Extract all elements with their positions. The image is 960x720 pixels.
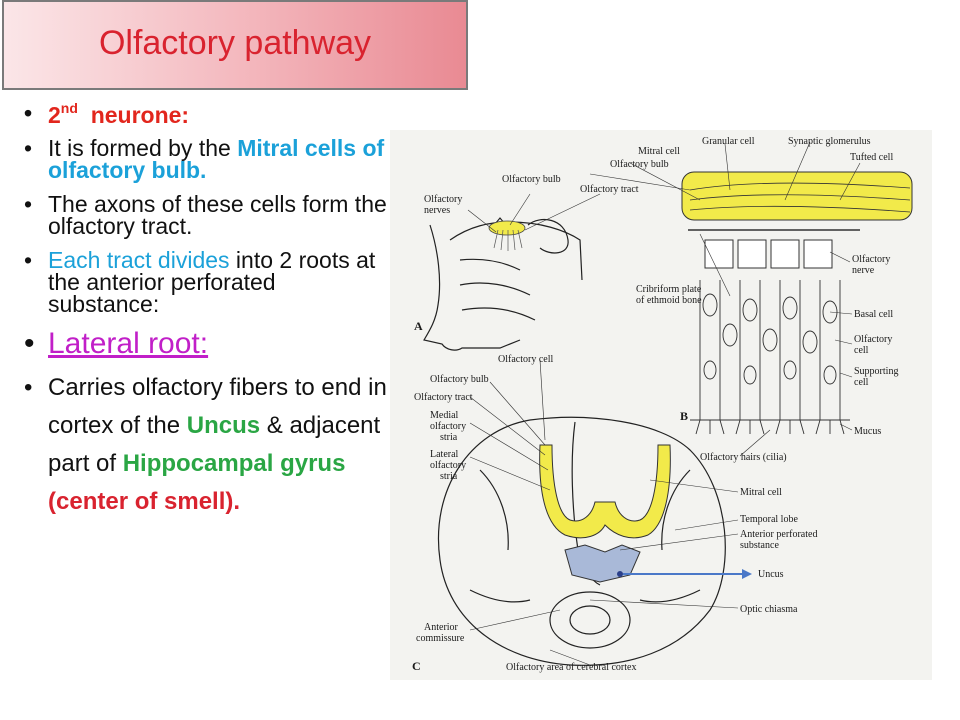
label-olfactory-tract-c: Olfactory tract bbox=[414, 392, 473, 403]
label-mucus: Mucus bbox=[854, 426, 881, 437]
olfactory-tracts-yellow bbox=[539, 444, 671, 539]
bullet-carries: Carries olfactory fibers to end in corte… bbox=[18, 369, 390, 521]
olfactory-diagram-svg: Mitral cell Granular cell Synaptic glome… bbox=[412, 136, 913, 673]
label-cribriform-1: Cribriform plate bbox=[636, 284, 702, 295]
label-optic-chiasma: Optic chiasma bbox=[740, 604, 798, 615]
bullet-axons: The axons of these cells form the olfact… bbox=[18, 191, 390, 239]
label-olfactory-nerves-1: Olfactory bbox=[424, 194, 462, 205]
bullet-list: 2nd neurone: It is formed by the Mitral … bbox=[18, 100, 390, 521]
label-mitral-cell-c: Mitral cell bbox=[740, 487, 782, 498]
label-medial-1: Medial bbox=[430, 410, 459, 421]
label-cribriform-2: of ethmoid bone bbox=[636, 295, 702, 306]
bullet-mitral: It is formed by the Mitral cells of olfa… bbox=[18, 135, 390, 183]
nasal-section-drawing bbox=[423, 217, 583, 351]
label-synaptic-glomerulus: Synaptic glomerulus bbox=[788, 136, 871, 147]
title-box: Olfactory pathway bbox=[2, 0, 468, 90]
label-supporting-1: Supporting bbox=[854, 366, 898, 377]
label-olfactory-nerves-2: nerves bbox=[424, 205, 450, 216]
label-olfactory-nerve-2: nerve bbox=[852, 265, 875, 276]
uncus-dot bbox=[617, 571, 623, 577]
label-lateral-1: Lateral bbox=[430, 449, 459, 460]
label-temporal-lobe: Temporal lobe bbox=[740, 514, 798, 525]
nerve-strands bbox=[493, 229, 523, 251]
b5-text: Lateral root: bbox=[48, 327, 209, 360]
label-medial-3: stria bbox=[440, 432, 458, 443]
label-olfactory-bulb-a: Olfactory bulb bbox=[502, 174, 561, 185]
label-anterior-perf-1: Anterior perforated bbox=[740, 529, 817, 540]
label-panel-b: B bbox=[680, 409, 688, 423]
bullet-tract-divides: Each tract divides into 2 roots at the a… bbox=[18, 247, 390, 317]
b6-a: Carries olfactory fibers to end in corte… bbox=[48, 374, 387, 439]
b6-center: (center of smell). bbox=[48, 488, 241, 515]
bullet-second-neurone: 2nd neurone: bbox=[18, 100, 390, 129]
epithelium-cells bbox=[690, 280, 850, 435]
label-basal-cell: Basal cell bbox=[854, 309, 893, 320]
label-anterior-perf-2: substance bbox=[740, 540, 779, 551]
bullet-lateral-root: Lateral root: bbox=[18, 327, 390, 361]
label-olfactory-cell-c: Olfactory cell bbox=[498, 354, 553, 365]
label-panel-a: A bbox=[414, 319, 423, 333]
label-olfactory-area: Olfactory area of cerebral cortex bbox=[506, 662, 636, 673]
label-olfactory-cell-b-1: Olfactory bbox=[854, 334, 892, 345]
b4-rest: into 2 roots at the anterior perforated … bbox=[48, 247, 376, 317]
b3-text: The axons of these cells form the olfact… bbox=[48, 191, 387, 239]
b1-main: 2 bbox=[48, 102, 61, 128]
label-olfactory-nerve-1: Olfactory bbox=[852, 254, 890, 265]
b6-hippo: Hippocampal gyrus bbox=[122, 450, 346, 477]
b1-rest: neurone: bbox=[90, 102, 190, 128]
label-olfactory-cell-b-2: cell bbox=[854, 345, 869, 356]
label-mitral-cell-b: Mitral cell bbox=[638, 146, 680, 157]
leader-lines bbox=[467, 141, 861, 666]
label-lateral-3: stria bbox=[440, 471, 458, 482]
b2-pre: It is formed by the bbox=[48, 135, 238, 161]
b6-uncus: Uncus bbox=[186, 412, 261, 439]
label-olfactory-bulb-c: Olfactory bulb bbox=[430, 374, 489, 385]
uncus-arrow-head bbox=[742, 569, 752, 579]
label-anterior-comm-1: Anterior bbox=[424, 622, 459, 633]
label-lateral-2: olfactory bbox=[430, 460, 466, 471]
anterior-perforated-blue bbox=[564, 544, 641, 583]
label-granular-cell: Granular cell bbox=[702, 136, 755, 147]
slide-title: Olfactory pathway bbox=[98, 24, 372, 62]
label-olfactory-hairs: Olfactory hairs (cilia) bbox=[700, 452, 787, 463]
olfactory-diagram: Mitral cell Granular cell Synaptic glome… bbox=[390, 130, 932, 680]
label-anterior-comm-2: commissure bbox=[416, 633, 465, 644]
label-uncus: Uncus bbox=[758, 569, 784, 580]
bulb-a-yellow bbox=[488, 220, 526, 236]
b4-blue: Each tract divides bbox=[48, 247, 230, 273]
mitral-cells-b bbox=[704, 239, 833, 269]
label-panel-c: C bbox=[412, 659, 421, 673]
label-supporting-2: cell bbox=[854, 377, 869, 388]
label-olfactory-tract-a: Olfactory tract bbox=[580, 184, 639, 195]
b2-blue: Mitral cells of olfactory bulb. bbox=[48, 135, 385, 183]
label-medial-2: olfactory bbox=[430, 421, 466, 432]
b6-b: & adjacent part of bbox=[48, 412, 381, 477]
bulb-b-yellow bbox=[681, 171, 913, 221]
label-tufted-cell: Tufted cell bbox=[850, 152, 893, 163]
label-olfactory-bulb-b: Olfactory bulb bbox=[610, 159, 669, 170]
b1-sup: nd bbox=[60, 100, 78, 116]
